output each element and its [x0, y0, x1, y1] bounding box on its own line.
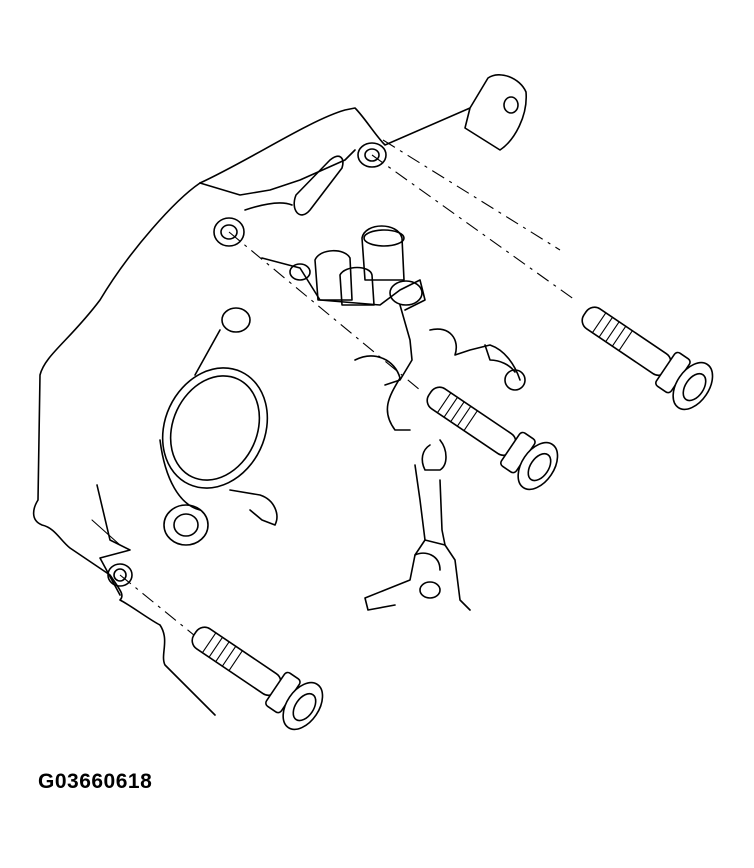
- flange-bolt-upper: [581, 306, 714, 411]
- flange-bolt-middle: [426, 386, 559, 491]
- figure-code-label: G03660618: [38, 770, 153, 793]
- alignment-axes: [119, 139, 576, 641]
- housing-casting: [32, 74, 527, 716]
- flange-bolt-lower: [191, 626, 324, 731]
- solenoid-cluster: [261, 225, 526, 471]
- wire-harness: [364, 464, 471, 611]
